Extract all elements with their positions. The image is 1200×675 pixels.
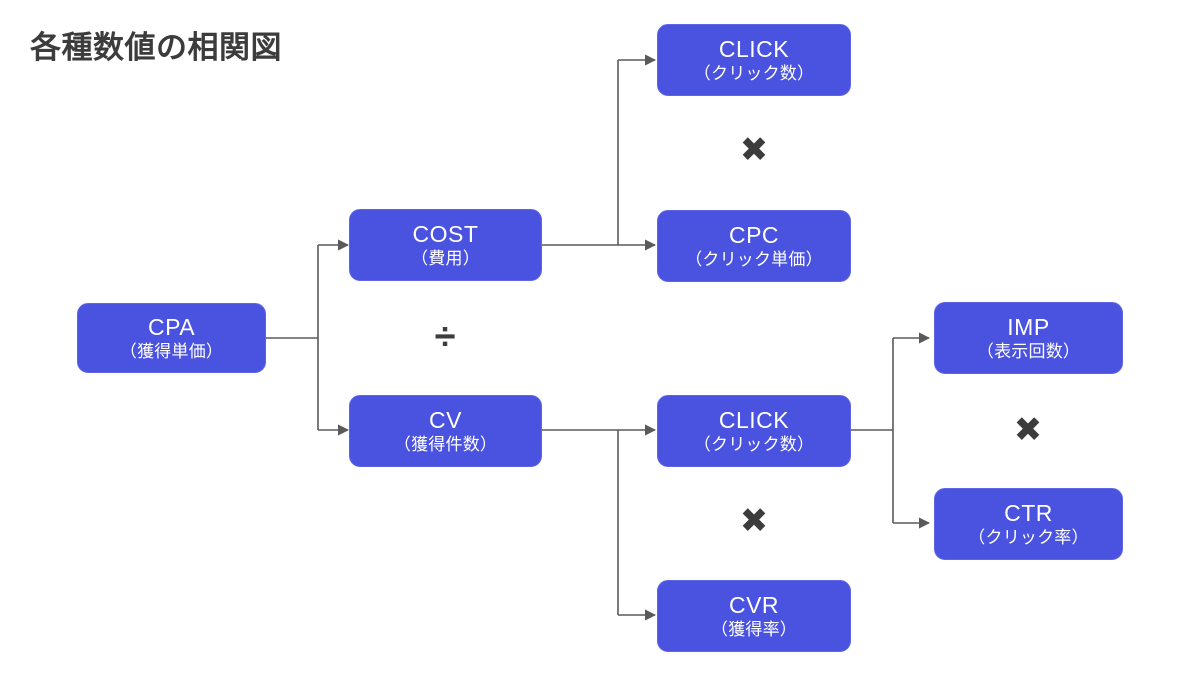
multiply-operator-click-cpc: ✖ [739,131,769,169]
node-cpa-code: CPA [147,313,196,340]
node-click-top-label: （クリック数） [693,64,815,84]
node-click-mid-label: （クリック数） [693,435,815,455]
node-cvr[interactable]: CVR （獲得率） [657,580,851,652]
node-cpc-code: CPC [728,221,780,248]
node-imp[interactable]: IMP （表示回数） [934,302,1123,374]
node-cvr-code: CVR [728,591,780,618]
node-ctr-label: （クリック率） [968,528,1089,548]
multiply-operator-click-cvr: ✖ [739,502,769,540]
node-cost-code: COST [412,220,479,247]
node-cpc-label: （クリック単価） [685,250,823,270]
node-cpa[interactable]: CPA （獲得単価） [77,303,266,373]
divide-operator: ÷ [434,316,456,358]
node-cost[interactable]: COST （費用） [349,209,542,281]
node-cv[interactable]: CV （獲得件数） [349,395,542,467]
node-cv-label: （獲得件数） [393,435,498,455]
multiply-operator-imp-ctr: ✖ [1013,411,1043,449]
node-click-top[interactable]: CLICK （クリック数） [657,24,851,96]
node-cv-code: CV [429,406,462,433]
node-cost-label: （費用） [411,249,480,269]
node-click-top-code: CLICK [718,35,790,62]
node-imp-label: （表示回数） [976,342,1081,362]
node-ctr[interactable]: CTR （クリック率） [934,488,1123,560]
node-imp-code: IMP [1007,313,1050,340]
node-ctr-code: CTR [1004,499,1053,526]
node-click-mid-code: CLICK [718,406,790,433]
node-click-mid[interactable]: CLICK （クリック数） [657,395,851,467]
page-title: 各種数値の相関図 [30,30,282,65]
node-cpc[interactable]: CPC （クリック単価） [657,210,851,282]
node-cpa-label: （獲得単価） [119,342,224,362]
node-cvr-label: （獲得率） [711,620,797,640]
